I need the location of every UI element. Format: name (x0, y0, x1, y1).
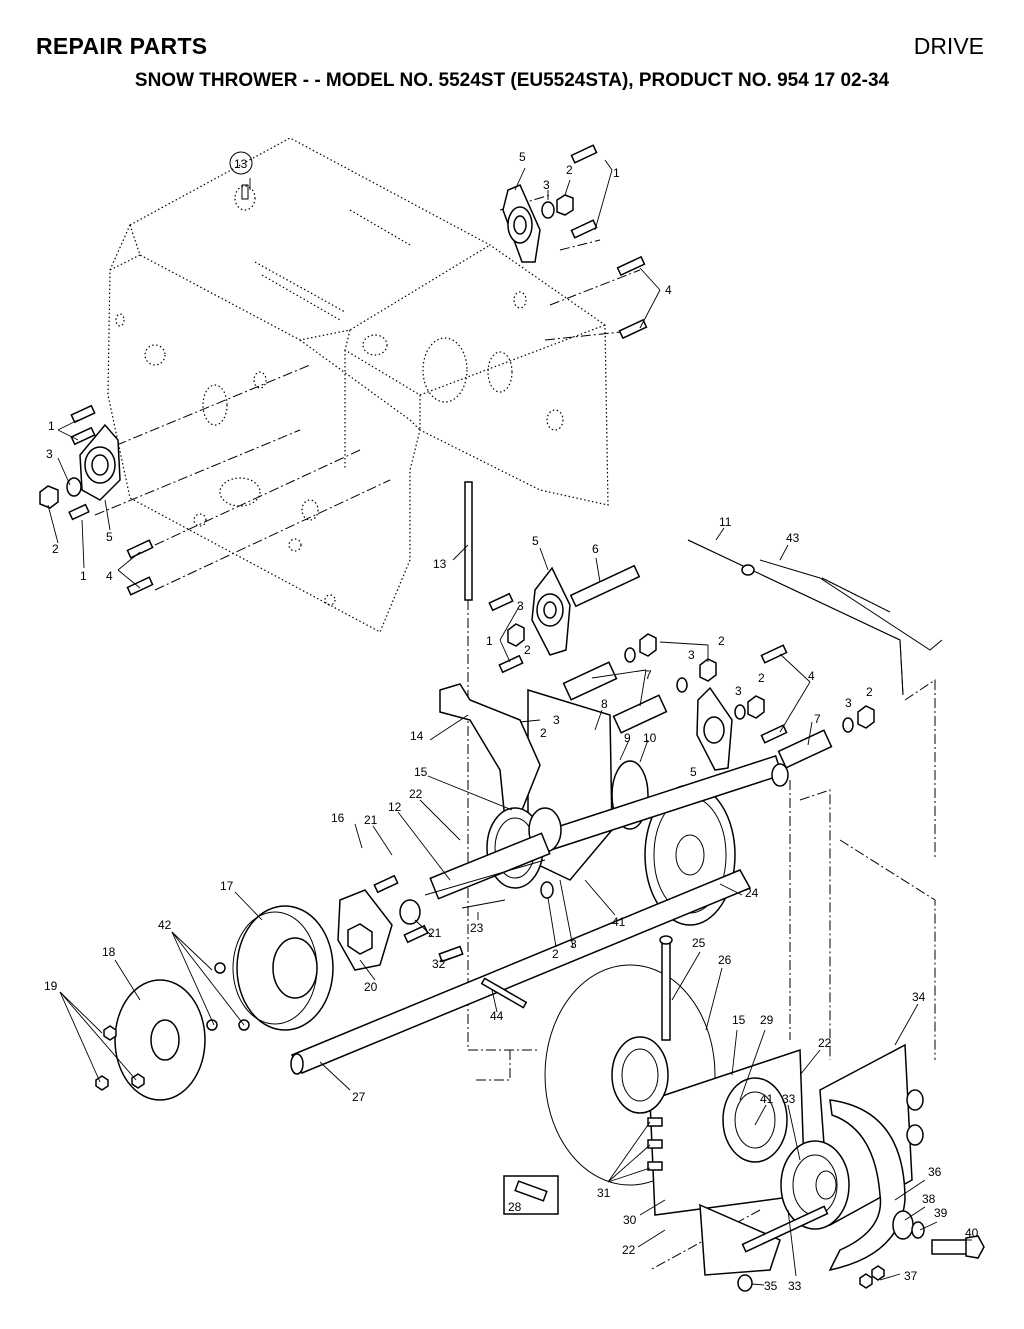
friction-wheel-assembly (95, 859, 546, 1101)
transmission-housing (503, 1036, 985, 1292)
callout-2: 2 (758, 671, 765, 685)
callout-23: 23 (470, 921, 484, 935)
callout-3: 3 (553, 713, 560, 727)
callout-42: 42 (158, 918, 172, 932)
callout-5: 5 (532, 534, 539, 548)
callout-18: 18 (102, 945, 116, 959)
callout-2: 2 (866, 685, 873, 699)
page-title: REPAIR PARTS (36, 33, 208, 59)
callout-7: 7 (645, 668, 652, 682)
callout-21: 21 (428, 926, 442, 940)
callout-9: 9 (624, 731, 631, 745)
callout-40: 40 (965, 1226, 979, 1240)
callout-21: 21 (364, 813, 378, 827)
callout-33: 33 (788, 1279, 802, 1293)
callout-15: 15 (414, 765, 428, 779)
middle-bearing-flange (488, 564, 641, 674)
callout-31: 31 (597, 1186, 611, 1200)
callout-11: 11 (719, 515, 732, 529)
left-bearing-flange (39, 404, 154, 596)
callout-12: 12 (388, 800, 402, 814)
callout-22: 22 (622, 1243, 636, 1257)
callout-6: 6 (592, 542, 599, 556)
callout-22: 22 (818, 1036, 832, 1050)
callout-20: 20 (364, 980, 378, 994)
callout-39: 39 (934, 1206, 948, 1220)
callout-44: 44 (490, 1009, 504, 1023)
axle-27 (290, 869, 752, 1075)
callout-1: 1 (486, 634, 493, 648)
callout-30: 30 (623, 1213, 637, 1227)
control-rod-and-spring (687, 539, 943, 696)
callout-33: 33 (782, 1092, 796, 1106)
callout-2: 2 (52, 542, 59, 556)
callout-14: 14 (410, 729, 424, 743)
callout-2: 2 (552, 947, 559, 961)
callout-38: 38 (922, 1192, 936, 1206)
callout-5: 5 (519, 150, 526, 164)
callout-2: 2 (524, 643, 531, 657)
spacers-and-hardware (562, 633, 875, 771)
gearbox-assembly (429, 683, 789, 926)
frame-housing (107, 137, 609, 633)
callout-26: 26 (718, 953, 732, 967)
drive-disc-26 (544, 935, 716, 1186)
callout-8: 8 (601, 697, 608, 711)
callout-37: 37 (904, 1269, 918, 1283)
callout-3: 3 (46, 447, 53, 461)
callout-29: 29 (760, 1013, 774, 1027)
callout-3: 3 (543, 178, 550, 192)
callout-7: 7 (814, 712, 821, 726)
top-bearing-flange (502, 144, 648, 340)
callout-28: 28 (508, 1200, 522, 1214)
callout-1: 1 (613, 166, 620, 180)
callout-24: 24 (745, 886, 759, 900)
callout-3: 3 (735, 684, 742, 698)
callout-1: 1 (48, 419, 55, 433)
callout-36: 36 (928, 1165, 942, 1179)
callout-3: 3 (570, 937, 577, 951)
callout-5: 5 (106, 530, 113, 544)
callout-1: 1 (80, 569, 87, 583)
callout-labels: 13 5 3 2 1 4 1 3 2 5 1 4 13 11 43 5 6 3 … (44, 150, 979, 1293)
callout-13-circled: 13 (234, 157, 248, 171)
callout-34: 34 (912, 990, 926, 1004)
callout-41: 41 (612, 915, 626, 929)
callout-2: 2 (540, 726, 547, 740)
callout-13: 13 (433, 557, 447, 571)
callout-5: 5 (690, 765, 697, 779)
callout-35: 35 (764, 1279, 778, 1293)
callout-22: 22 (409, 787, 423, 801)
callout-2: 2 (718, 634, 725, 648)
callout-4: 4 (808, 669, 815, 683)
model-subtitle: SNOW THROWER - - MODEL NO. 5524ST (EU552… (134, 70, 890, 91)
callout-19: 19 (44, 979, 58, 993)
callout-41: 41 (760, 1092, 774, 1106)
leader-lines (47, 159, 972, 1286)
callout-4: 4 (665, 283, 672, 297)
section-title: DRIVE (913, 33, 984, 59)
callout-3: 3 (688, 648, 695, 662)
callout-15: 15 (732, 1013, 746, 1027)
callout-27: 27 (352, 1090, 366, 1104)
callout-43: 43 (786, 531, 800, 545)
callout-4: 4 (106, 569, 113, 583)
callout-16: 16 (331, 811, 345, 825)
callout-25: 25 (692, 936, 706, 950)
callout-10: 10 (643, 731, 657, 745)
callout-2: 2 (566, 163, 573, 177)
callout-32: 32 (432, 957, 446, 971)
callout-17: 17 (220, 879, 234, 893)
callout-3: 3 (517, 599, 524, 613)
callout-3: 3 (845, 696, 852, 710)
shaft-13 (464, 481, 473, 601)
